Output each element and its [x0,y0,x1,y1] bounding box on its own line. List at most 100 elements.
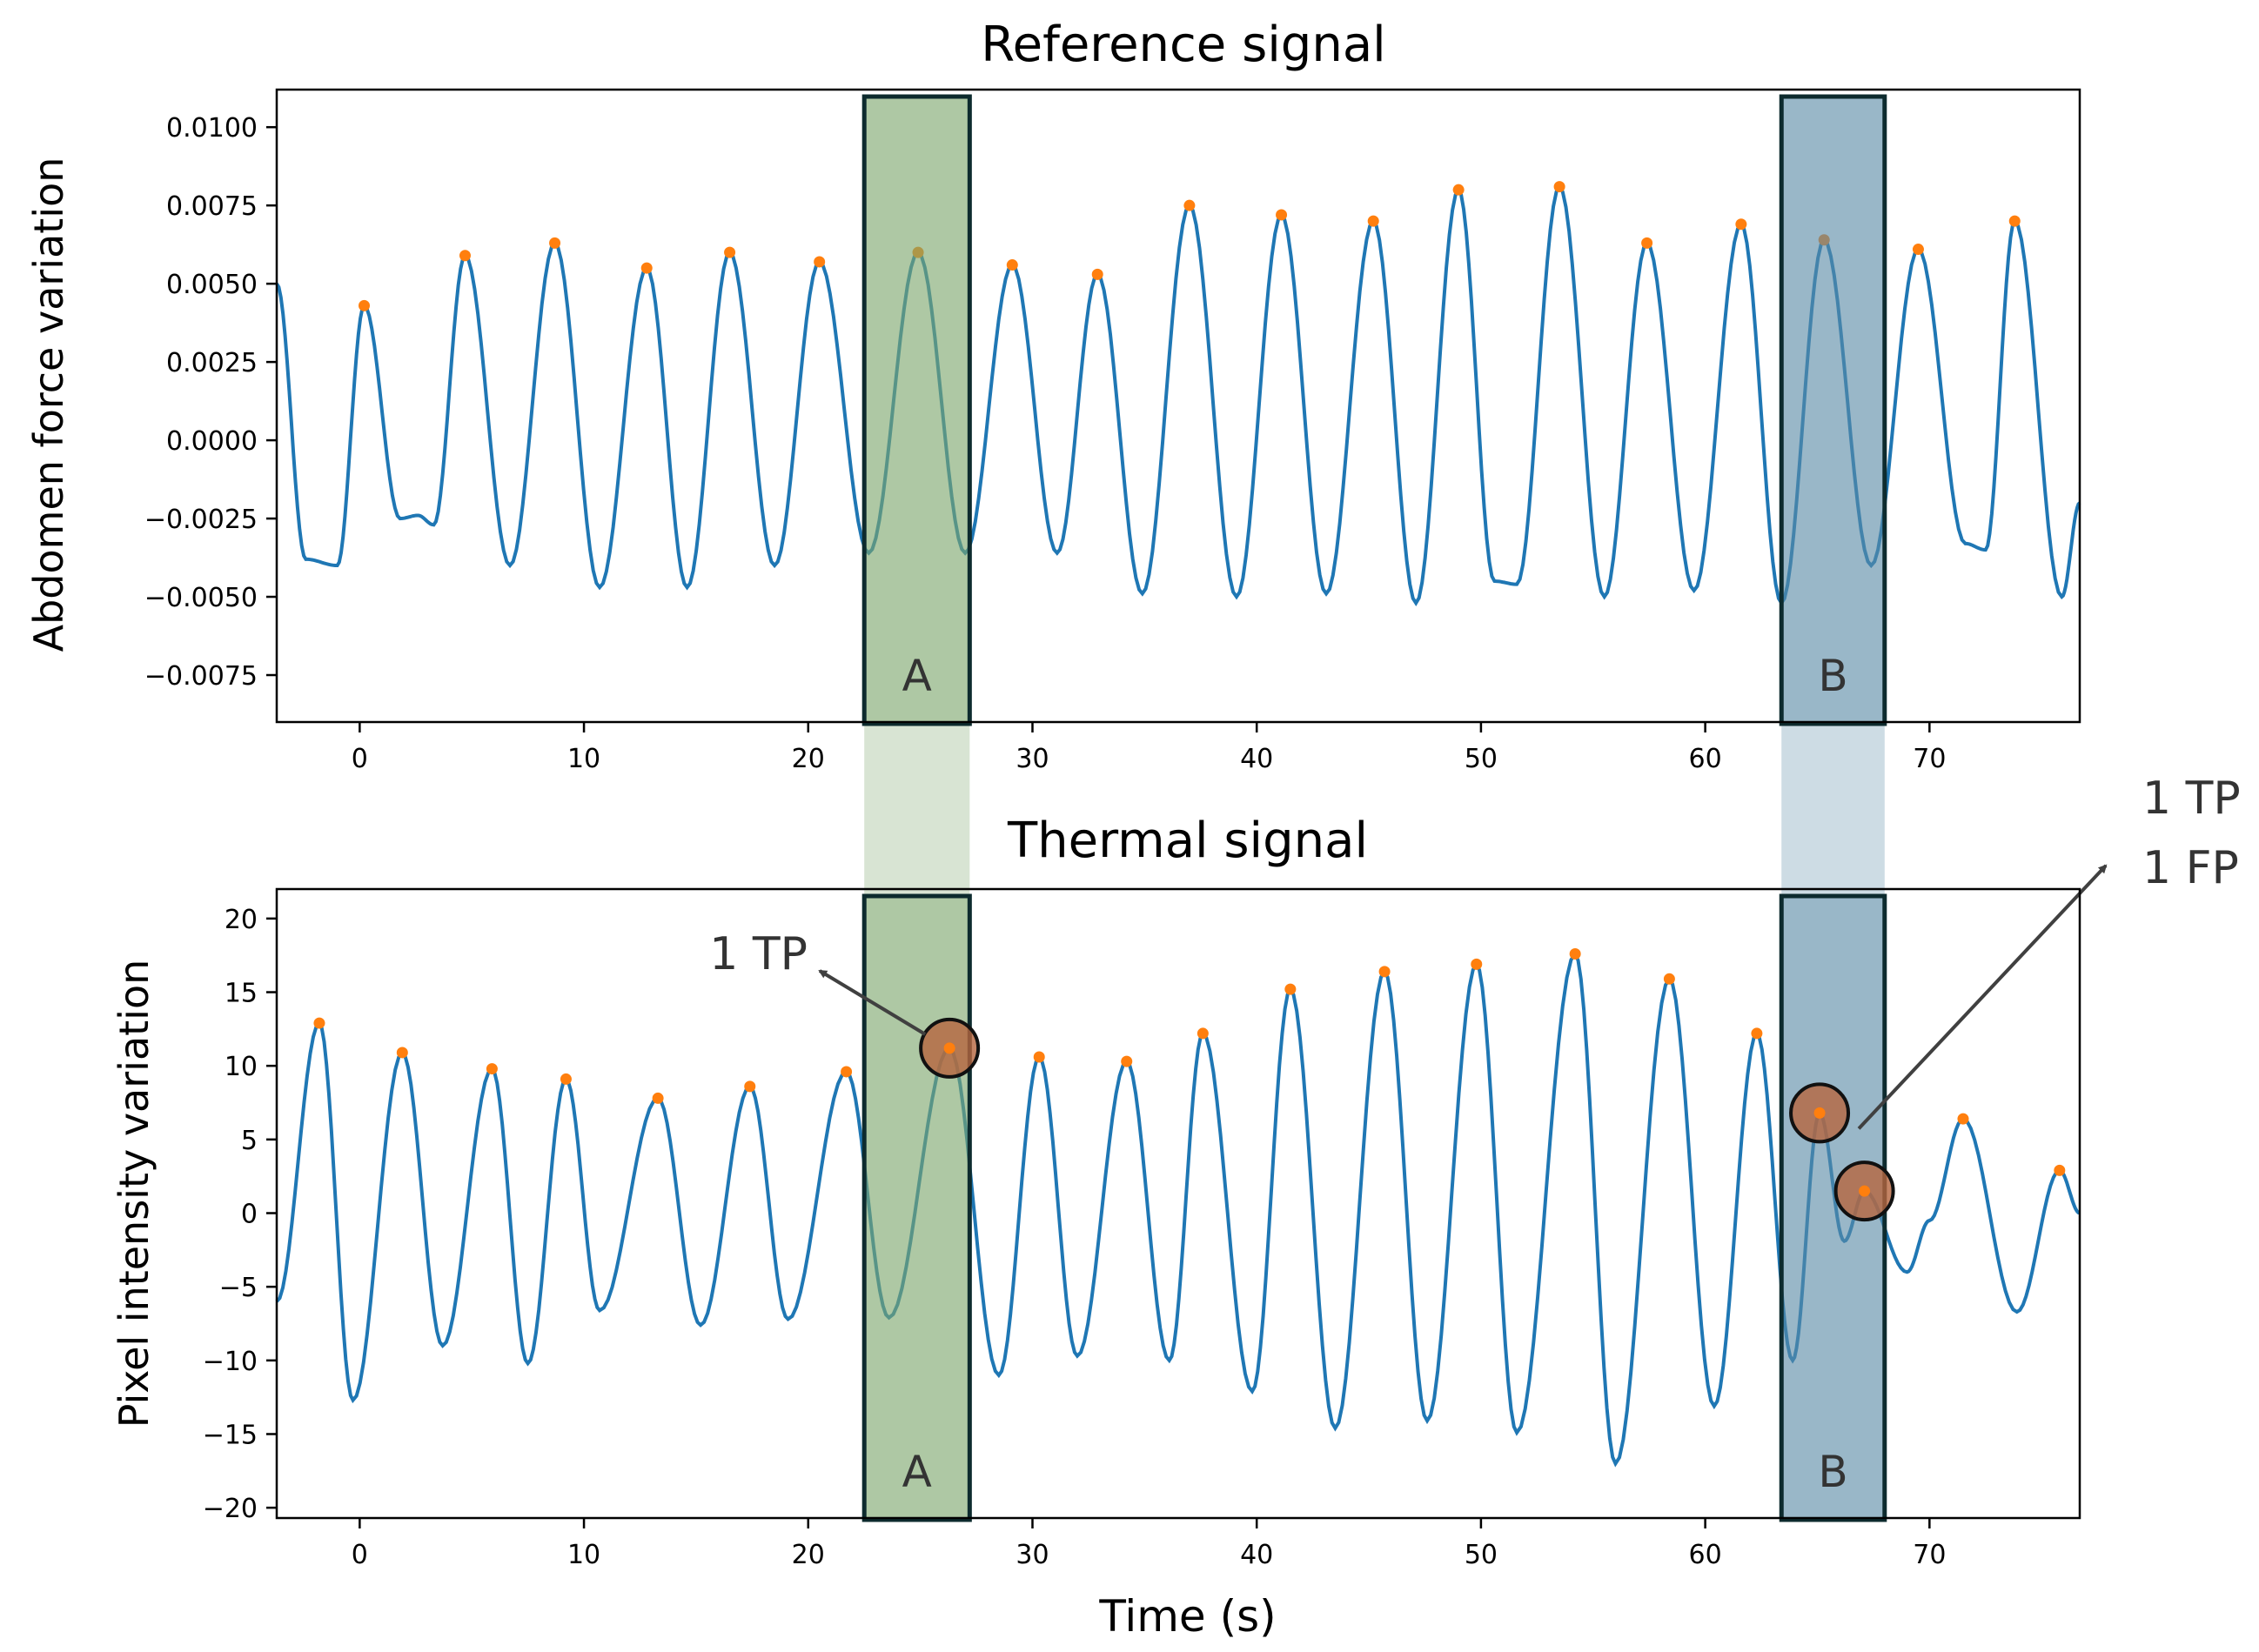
peak-marker [1378,966,1391,978]
peak-marker [1006,259,1018,271]
peak-marker [652,1092,664,1104]
peak-marker [1641,237,1653,249]
region-a [861,893,972,1522]
y-tick-label: 0 [241,1200,258,1230]
peak-marker [1121,1055,1133,1067]
panel-title: Thermal signal [1007,813,1368,869]
connector-band-a [864,724,970,896]
x-tick-label: 60 [1689,744,1722,774]
region-label: A [902,1447,932,1497]
y-ticks: 20 15 10 5 0 −5 −10 −15 −20 [203,905,277,1524]
x-tick-label: 40 [1240,1540,1273,1570]
x-tick-label: 10 [567,744,600,774]
y-axis-label: Pixel intensity variation [111,960,158,1428]
peak-marker [1663,973,1675,985]
x-ticks: 0 10 20 30 40 50 60 70 [352,1518,1946,1570]
x-axis-label: Time (s) [1098,1591,1276,1642]
x-tick-label: 20 [792,1540,825,1570]
annotations: 1 TP 1 TP 1 FP [709,772,2241,1130]
plot-frame [275,887,2081,1520]
annotation-label: 1 TP [709,928,808,980]
x-tick-label: 40 [1240,744,1273,774]
y-tick-label: −15 [203,1420,258,1450]
y-tick-label: −0.0025 [144,505,258,535]
x-tick-label: 50 [1465,744,1498,774]
y-tick-label: 10 [225,1052,258,1082]
peak-marker [1569,948,1581,960]
panel-title: Reference signal [981,17,1385,73]
peak-marker [1091,268,1103,280]
region-label: B [1818,1447,1847,1497]
y-axis-label: Abdomen force variation [25,157,72,652]
x-tick-label: 70 [1913,1540,1946,1570]
peak-marker [1553,181,1565,193]
x-tick-label: 70 [1913,744,1946,774]
annotation-arrow [1857,864,2108,1130]
y-tick-label: 0.0050 [166,270,258,300]
y-tick-label: −0.0050 [144,583,258,613]
annotation-label: 1 FP [2142,842,2239,894]
peak-marker [1471,958,1483,970]
peak-marker [814,256,826,268]
peak-marker [396,1047,408,1059]
peak-marker [1276,209,1288,221]
annotation-arrow [818,969,927,1036]
x-tick-label: 50 [1465,1540,1498,1570]
x-tick-label: 30 [1016,744,1049,774]
y-tick-label: 0.0100 [166,113,258,144]
peak-marker [640,262,653,274]
peak-marker [1197,1027,1209,1040]
y-tick-label: −10 [203,1347,258,1377]
y-tick-label: −20 [203,1494,258,1524]
peak-marker [1183,199,1196,211]
peak-marker [1735,218,1747,231]
highlighted-peaks [919,1017,1895,1222]
region-a [861,94,972,726]
peak-marker [1751,1027,1763,1040]
peak-marker [1813,1107,1826,1119]
x-tick-label: 0 [352,1540,368,1570]
peak-marker [486,1063,498,1075]
peak-marker [560,1073,572,1085]
y-tick-label: −5 [219,1273,258,1303]
y-tick-label: 5 [241,1126,258,1156]
peak-marker [1957,1113,1969,1125]
peak-marker [1452,184,1465,196]
peak-marker [943,1042,955,1054]
x-tick-label: 0 [352,744,368,774]
peak-marker [459,250,471,262]
peak-markers [359,181,2021,311]
connector-band-b [1781,724,1885,896]
y-ticks: 0.01000.00750.00500.00250.0000−0.0025−0.… [144,113,277,692]
plot-frame [275,88,2081,724]
peak-marker [2054,1164,2066,1176]
x-tick-label: 60 [1689,1540,1722,1570]
peak-marker [1284,983,1297,995]
y-tick-label: 0.0075 [166,191,258,222]
reference-signal-panel: Reference signal Abdomen force variation… [25,17,2081,774]
peak-marker [1859,1185,1871,1197]
region-label: A [902,651,932,701]
x-tick-label: 10 [567,1540,600,1570]
peak-marker [724,246,736,258]
region-label: B [1818,651,1847,701]
y-tick-label: −0.0075 [144,661,258,692]
thermal-signal-panel: Thermal signal Pixel intensity variation… [111,772,2241,1642]
x-tick-label: 30 [1016,1540,1049,1570]
annotation-label: 1 TP [2142,772,2241,825]
peak-marker [2008,215,2021,227]
x-tick-label: 20 [792,744,825,774]
y-tick-label: 15 [225,979,258,1009]
peak-marker [841,1066,853,1078]
peak-marker [1033,1051,1045,1063]
connecting-bands [864,724,1885,896]
y-tick-label: 20 [225,905,258,935]
region-b [1779,94,1887,726]
peak-marker [1912,244,1924,256]
y-tick-label: 0.0000 [166,426,258,457]
peak-marker [1367,215,1379,227]
peak-marker [549,237,561,249]
